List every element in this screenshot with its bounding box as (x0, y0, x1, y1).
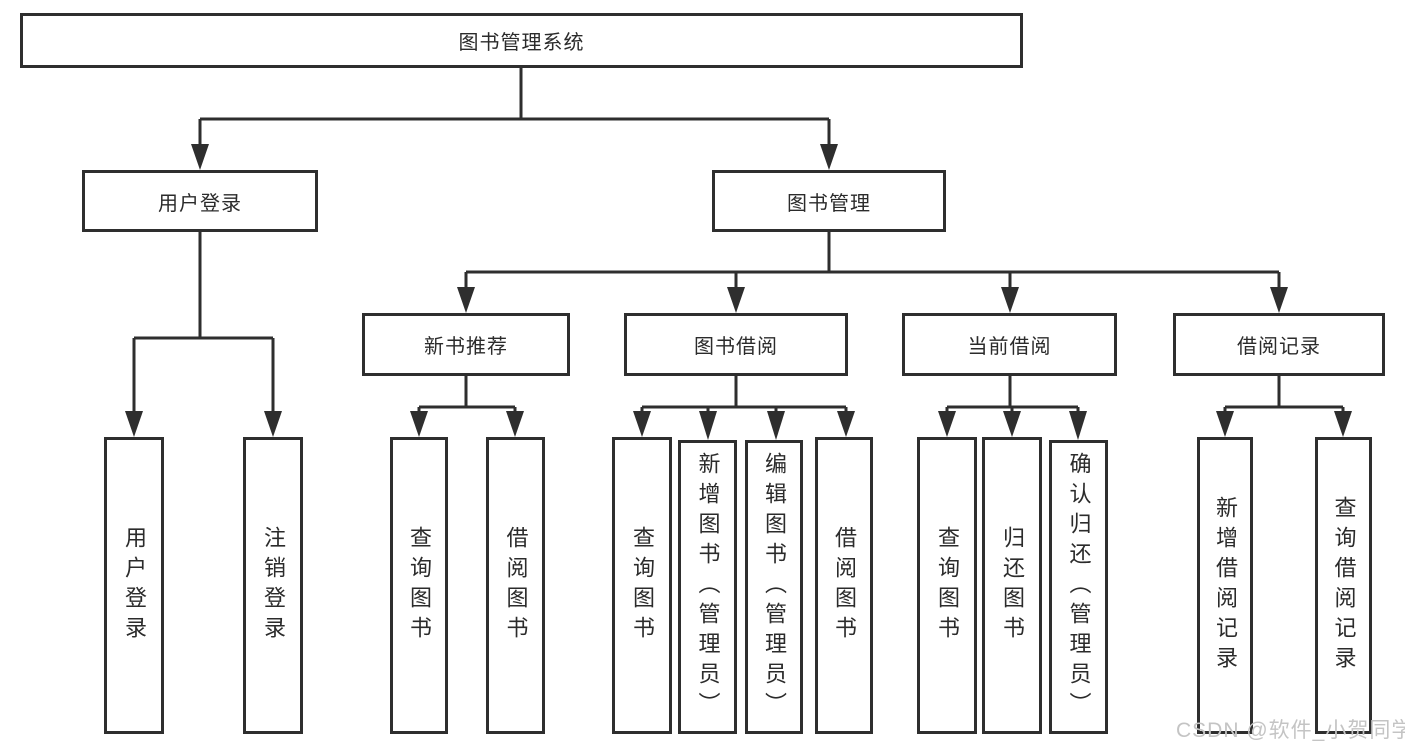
node-user-login: 用户登录 (82, 170, 318, 232)
node-borrowing-records: 借阅记录 (1173, 313, 1385, 376)
leaf-query-book-recommend-label: 查询图书 (407, 525, 432, 646)
leaf-edit-book-admin: 编辑图书（管理员） (745, 440, 803, 734)
watermark: CSDN @软件_小贺同学 (1176, 719, 1405, 742)
leaf-return-book: 归还图书 (982, 437, 1042, 734)
node-book-borrowing-label: 图书借阅 (694, 336, 778, 358)
leaf-query-book-borrowing: 查询图书 (612, 437, 672, 734)
node-current-borrowing-label: 当前借阅 (967, 336, 1052, 358)
leaf-borrow-book-recommend-label: 借阅图书 (503, 525, 529, 646)
leaf-query-book-recommend: 查询图书 (390, 437, 448, 734)
node-new-book-recommend: 新书推荐 (362, 313, 570, 376)
leaf-borrow-book-borrowing: 借阅图书 (815, 437, 873, 734)
node-current-borrowing: 当前借阅 (902, 313, 1117, 376)
leaf-confirm-return-admin: 确认归还（管理员） (1049, 440, 1108, 734)
leaf-borrow-book-recommend: 借阅图书 (486, 437, 545, 734)
leaf-query-book-current: 查询图书 (917, 437, 977, 734)
leaf-return-book-label: 归还图书 (1000, 525, 1025, 646)
leaf-add-book-admin-label: 新增图书（管理员） (695, 452, 721, 722)
node-borrowing-records-label: 借阅记录 (1237, 336, 1321, 358)
node-book-management: 图书管理 (712, 170, 946, 232)
leaf-query-borrow-record: 查询借阅记录 (1315, 437, 1372, 734)
node-book-borrowing: 图书借阅 (624, 313, 848, 376)
leaf-add-borrow-record-label: 新增借阅记录 (1213, 495, 1238, 676)
leaf-query-borrow-record-label: 查询借阅记录 (1331, 495, 1357, 676)
leaf-confirm-return-admin-label: 确认归还（管理员） (1066, 452, 1092, 722)
leaf-logout-label: 注销登录 (261, 525, 286, 646)
leaf-user-login-label: 用户登录 (122, 525, 147, 646)
leaf-query-book-current-label: 查询图书 (935, 525, 960, 646)
leaf-query-book-borrowing-label: 查询图书 (630, 525, 655, 646)
node-root-system: 图书管理系统 (20, 13, 1023, 68)
leaf-logout: 注销登录 (243, 437, 303, 734)
node-new-book-recommend-label: 新书推荐 (424, 336, 508, 358)
node-book-management-label: 图书管理 (787, 192, 871, 215)
leaf-edit-book-admin-label: 编辑图书（管理员） (762, 452, 787, 722)
leaf-borrow-book-borrowing-label: 借阅图书 (832, 525, 857, 646)
node-user-login-label: 用户登录 (158, 192, 242, 215)
leaf-add-borrow-record: 新增借阅记录 (1197, 437, 1253, 734)
leaf-add-book-admin: 新增图书（管理员） (678, 440, 737, 734)
node-root-label: 图书管理系统 (458, 32, 585, 54)
leaf-user-login: 用户登录 (104, 437, 164, 734)
